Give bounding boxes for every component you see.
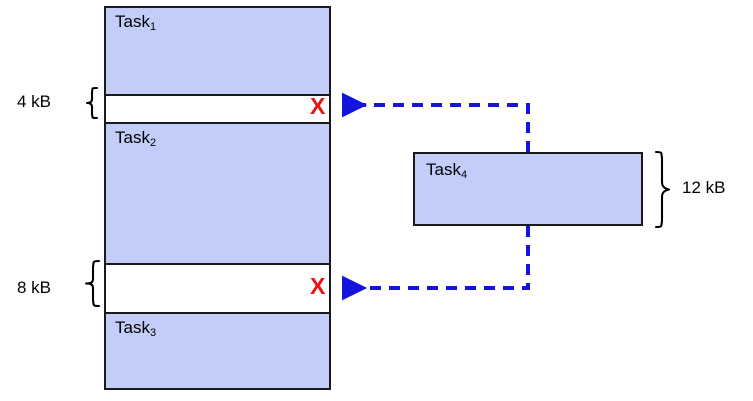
memory-block-task3-label: Task3	[115, 318, 157, 339]
memory-block-task3: Task3	[106, 312, 329, 388]
arrow-to-gap-8kb	[342, 226, 530, 301]
memory-block-task2-label: Task2	[115, 128, 157, 149]
memory-gap-8kb	[106, 265, 329, 312]
arrow-to-gap-4kb	[342, 92, 530, 152]
task4-size-label: 12 kB	[682, 178, 726, 197]
memory-gap-4kb	[106, 96, 329, 122]
incoming-task4-box: Task4	[413, 152, 643, 226]
gap-4kb-brace-icon	[85, 86, 99, 120]
gap-8kb-size-label: 8 kB	[17, 278, 52, 297]
incoming-task4-label: Task4	[426, 160, 468, 181]
memory-block-task1-label: Task1	[115, 12, 157, 33]
gap-4kb-size-label: 4 kB	[17, 92, 52, 111]
memory-block-task1: Task1	[106, 8, 329, 96]
memory-block-task2: Task2	[106, 122, 329, 265]
memory-column: Task1 Task2 Task3	[104, 6, 331, 390]
gap-8kb-brace-icon	[84, 259, 101, 308]
x-mark-gap-8kb: X	[310, 273, 326, 299]
task4-size-brace-icon	[654, 150, 671, 229]
x-mark-gap-4kb: X	[310, 93, 326, 119]
